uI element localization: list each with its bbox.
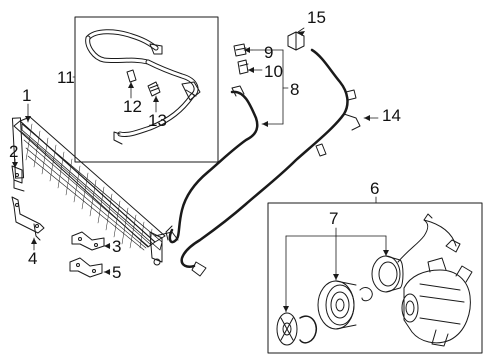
callout-13: 13	[148, 111, 167, 130]
refrigerant-lines	[165, 48, 361, 277]
cap-15	[287, 31, 305, 51]
retaining-ring	[359, 287, 373, 302]
callout-11: 11	[57, 68, 75, 87]
clutch-front-plate	[276, 312, 298, 346]
clutch-pulley	[317, 280, 357, 330]
callout-10: 10	[264, 62, 283, 81]
callout-9: 9	[264, 43, 274, 62]
snap-ring	[299, 315, 318, 344]
bracket-5	[69, 257, 103, 278]
callout-15: 15	[307, 8, 326, 27]
compressor-group-box	[267, 202, 483, 354]
fitting-13	[147, 81, 161, 97]
compressor-body	[401, 219, 473, 347]
bracket-3	[71, 231, 105, 251]
clutch-coil	[371, 213, 433, 293]
upper-bracket	[11, 165, 25, 192]
callout-5: 5	[112, 263, 122, 282]
hose-assembly-group-box	[74, 16, 219, 163]
callout-1: 1	[22, 86, 32, 105]
callout-3: 3	[112, 237, 122, 256]
lower-bracket	[11, 196, 45, 241]
callout-12: 12	[123, 97, 142, 116]
hose-assembly	[85, 29, 201, 145]
callout-8: 8	[290, 80, 300, 99]
fitting-10	[237, 59, 249, 75]
callout-14: 14	[382, 106, 401, 125]
callout-2: 2	[9, 142, 19, 161]
fitting-12	[126, 69, 137, 83]
arrowheads	[12, 31, 389, 312]
callout-4: 4	[28, 249, 38, 268]
condenser	[11, 116, 179, 266]
fitting-9	[233, 43, 247, 57]
callout-7: 7	[329, 209, 339, 228]
callout-6: 6	[370, 179, 380, 198]
